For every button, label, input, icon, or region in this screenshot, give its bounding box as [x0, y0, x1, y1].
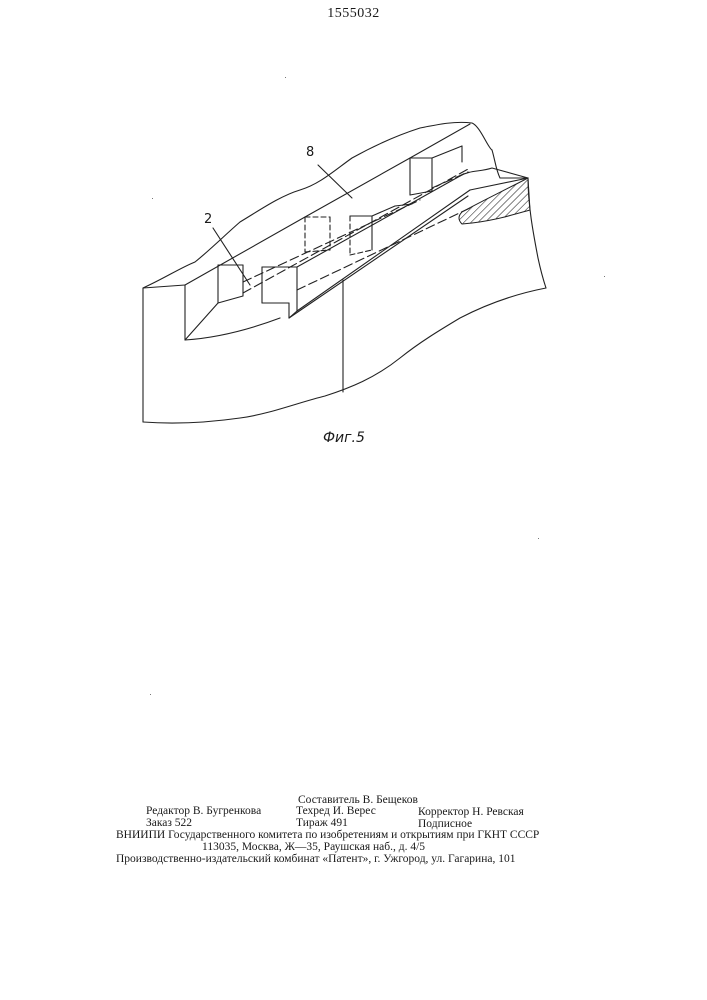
figure-caption: Фиг.5 [323, 430, 365, 446]
speck [150, 694, 151, 695]
break-line-bottom [143, 288, 546, 423]
reference-label-2: 2 [204, 212, 212, 227]
reference-label-8: 8 [306, 145, 314, 160]
speck [604, 276, 605, 277]
imprint-techred: Техред И. Верес [296, 805, 376, 817]
imprint-order: Заказ 522 [146, 817, 192, 829]
figure-5-drawing [0, 0, 707, 480]
imprint-plant: Производственно-издательский комбинат «П… [116, 853, 515, 865]
imprint-vniipi: ВНИИПИ Государственного комитета по изоб… [116, 829, 539, 841]
speck [538, 538, 539, 539]
imprint-circulation: Тираж 491 [296, 817, 348, 829]
speck [285, 77, 286, 78]
imprint-corrector: Корректор Н. Ревская [418, 806, 524, 818]
imprint-address: 113035, Москва, Ж—35, Раушская наб., д. … [202, 841, 425, 853]
imprint-editor: Редактор В. Бугренкова [146, 805, 261, 817]
speck [152, 198, 153, 199]
break-line-top [143, 122, 492, 288]
